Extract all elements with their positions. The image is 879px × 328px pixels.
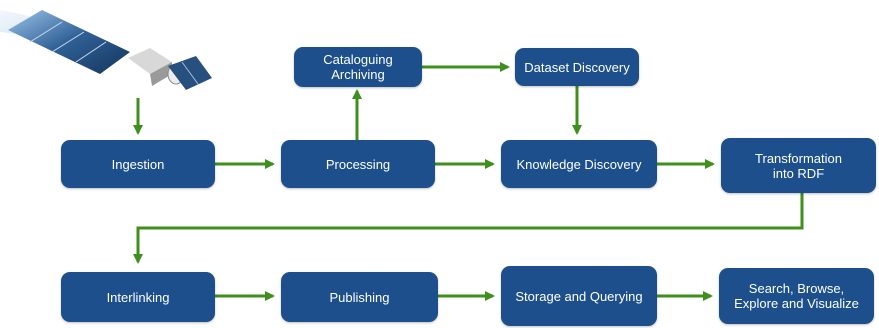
- satellite-icon: [0, 10, 212, 90]
- node-storage-and-querying: Storage and Querying: [501, 266, 657, 326]
- node-publishing: Publishing: [281, 272, 438, 322]
- arrow-transformation-interlinking: [133, 193, 804, 264]
- node-cataloguing-archiving: Cataloguing Archiving: [294, 47, 422, 87]
- node-transformation-into-rdf: Transformation into RDF: [721, 138, 876, 193]
- node-interlinking: Interlinking: [61, 272, 215, 322]
- node-knowledge-discovery: Knowledge Discovery: [501, 140, 657, 188]
- node-search-browse-explore-visualize: Search, Browse, Explore and Visualize: [719, 268, 874, 324]
- node-ingestion: Ingestion: [61, 140, 215, 188]
- node-dataset-discovery: Dataset Discovery: [515, 48, 639, 86]
- node-processing: Processing: [281, 140, 435, 188]
